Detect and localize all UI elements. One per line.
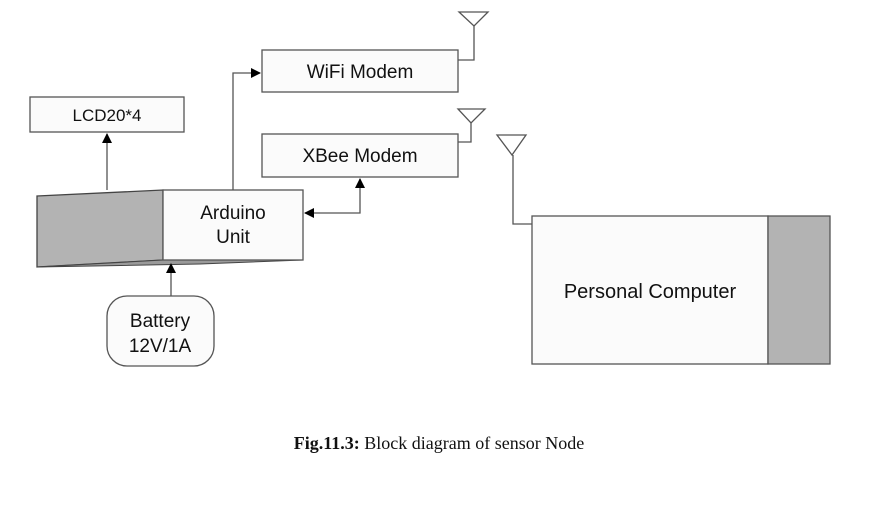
antenna-icon bbox=[495, 134, 532, 225]
xbee-modem-label: XBee Modem bbox=[302, 146, 417, 167]
figure-caption: Fig.11.3: Block diagram of sensor Node bbox=[0, 433, 878, 454]
figure-caption-text: Block diagram of sensor Node bbox=[359, 433, 585, 453]
personal-computer-label: Personal Computer bbox=[564, 281, 737, 303]
lcd-label: LCD20*4 bbox=[73, 106, 142, 125]
figure-number: Fig.11.3: bbox=[293, 433, 360, 453]
wifi-modem-label: WiFi Modem bbox=[307, 62, 414, 83]
arrow-arduino-to-wifi bbox=[232, 68, 261, 190]
arduino-label-line1: Arduino bbox=[200, 203, 266, 224]
personal-computer-block: Personal Computer bbox=[531, 215, 831, 365]
antenna-icon bbox=[456, 108, 487, 143]
lcd-block: LCD20*4 bbox=[29, 96, 185, 133]
antenna-icon bbox=[457, 11, 490, 61]
arrow-arduino-xbee bbox=[304, 178, 365, 218]
wifi-modem-block: WiFi Modem bbox=[261, 49, 459, 93]
arduino-label-line2: Unit bbox=[216, 227, 251, 248]
battery-label-line2: 12V/1A bbox=[129, 336, 192, 357]
battery-label-line1: Battery bbox=[130, 311, 191, 332]
battery-block: Battery 12V/1A bbox=[106, 295, 215, 367]
arduino-unit-block: Arduino Unit bbox=[36, 189, 304, 268]
xbee-modem-block: XBee Modem bbox=[261, 133, 459, 178]
